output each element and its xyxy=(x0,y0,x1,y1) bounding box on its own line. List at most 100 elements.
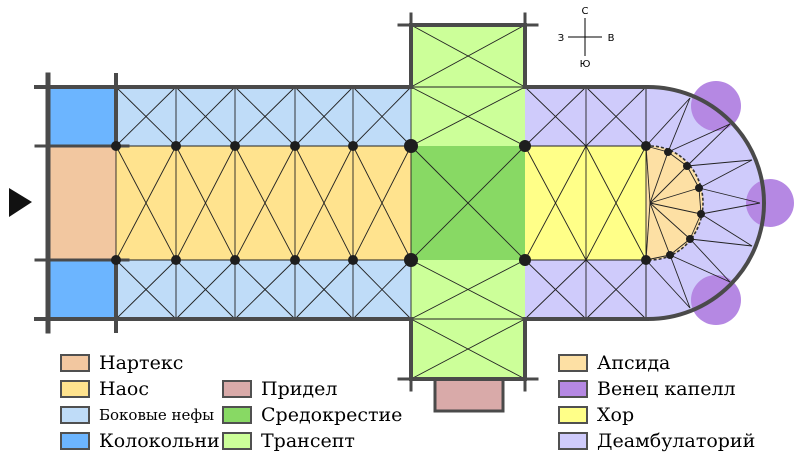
vault-rib xyxy=(645,145,651,204)
legend-label: Апсида xyxy=(597,352,671,374)
vault-rib xyxy=(669,254,691,309)
legend-label: Придел xyxy=(261,378,338,400)
legend-item-radiating-chapels: Венец капелл xyxy=(558,378,736,400)
vault-rib xyxy=(689,213,702,240)
legend-swatch xyxy=(60,406,90,424)
vault-rib xyxy=(115,145,177,261)
vault-rib xyxy=(410,86,526,147)
legend-item-narthex: Нартекс xyxy=(60,352,183,374)
pillar xyxy=(171,141,181,151)
pillar xyxy=(519,254,531,266)
pillar xyxy=(230,141,240,151)
vault-rib xyxy=(698,187,702,215)
pillar xyxy=(697,210,705,218)
vault-rib xyxy=(410,259,526,320)
legend-item-crossing: Средокрестие xyxy=(222,404,402,426)
choir-area xyxy=(525,146,646,260)
vault-rib xyxy=(524,145,587,261)
vault-rib xyxy=(649,202,671,256)
compass-east: В xyxy=(608,33,615,44)
narthex-area xyxy=(48,146,116,260)
legend-label: Колокольни xyxy=(99,430,220,452)
legend-item-nave: Наос xyxy=(60,378,149,400)
pillar xyxy=(666,251,674,259)
vault-rib xyxy=(115,86,177,147)
chapel-wall xyxy=(433,377,505,413)
legend-label: Нартекс xyxy=(99,352,184,374)
legend-swatch xyxy=(558,380,588,398)
legend-swatch xyxy=(222,432,252,450)
vault-rib xyxy=(352,259,412,320)
pillar xyxy=(683,162,691,170)
vault-rib xyxy=(175,145,236,261)
vault-rib xyxy=(410,24,526,88)
pillar xyxy=(171,255,181,265)
vault-rib xyxy=(410,145,526,261)
vault-rib xyxy=(352,145,412,261)
legend-item-ambulatory: Деамбулаторий xyxy=(558,430,755,452)
legend-label: Хор xyxy=(597,404,635,426)
legend-label: Венец капелл xyxy=(597,378,736,400)
pillar xyxy=(641,255,651,265)
vault-rib xyxy=(294,145,354,261)
legend-swatch xyxy=(222,380,252,398)
pillar xyxy=(111,141,121,151)
vault-rib xyxy=(686,159,753,167)
pillar xyxy=(695,184,703,192)
vault-rib xyxy=(234,86,296,147)
vault-rib xyxy=(175,259,236,320)
vault-rib xyxy=(649,202,691,240)
vault-rib xyxy=(294,86,354,147)
entrance-arrow-icon xyxy=(9,188,32,217)
legend-item-choir: Хор xyxy=(558,404,634,426)
compass-south: Ю xyxy=(580,59,591,70)
legend-swatch xyxy=(60,380,90,398)
transept-north-arm xyxy=(411,25,525,146)
legend-swatch xyxy=(60,354,90,372)
vault-rib xyxy=(649,165,688,204)
pillars xyxy=(111,139,705,267)
tower-north xyxy=(48,87,116,146)
compass-north: С xyxy=(582,6,589,17)
walls xyxy=(34,12,766,413)
legend-swatch xyxy=(558,354,588,372)
vault-rib xyxy=(649,187,700,204)
legend-label: Наос xyxy=(99,378,149,400)
vault-rib xyxy=(410,318,526,380)
legend-swatch xyxy=(558,432,588,450)
legend-item-aisles: Боковые нефы xyxy=(60,404,214,426)
pillar xyxy=(664,148,672,156)
pillar xyxy=(290,141,300,151)
legend-swatch xyxy=(558,406,588,424)
vault-rib xyxy=(234,259,296,320)
vault-rib xyxy=(689,238,731,283)
legend-label: Деамбулаторий xyxy=(597,430,756,452)
wall-segment xyxy=(46,23,766,381)
chapel-area xyxy=(435,379,503,411)
vault-rib xyxy=(115,259,177,320)
vault-rib xyxy=(698,187,761,204)
transept-south-arm xyxy=(411,260,525,379)
pillar xyxy=(686,235,694,243)
nave-area xyxy=(116,146,411,260)
pillar xyxy=(404,139,418,153)
vault-rib xyxy=(667,123,731,153)
vault-rib xyxy=(645,97,691,147)
legend-item-chapel: Придел xyxy=(222,378,337,400)
compass-rose: С Ю З В xyxy=(558,6,615,70)
vault-rib xyxy=(585,86,647,147)
aisle-north xyxy=(116,87,411,146)
pillar xyxy=(641,141,651,151)
vault-rib xyxy=(698,159,753,189)
vault-rib xyxy=(524,259,587,320)
vault-rib xyxy=(667,97,691,153)
vault-rib xyxy=(585,145,647,261)
vault-rib xyxy=(669,254,731,283)
vault-rib xyxy=(649,202,702,215)
vault-rib xyxy=(645,202,651,261)
radiating-chapel-2 xyxy=(746,179,794,227)
vault-ribs xyxy=(115,24,761,380)
tower-south xyxy=(48,260,116,319)
aisle-south xyxy=(116,260,411,319)
